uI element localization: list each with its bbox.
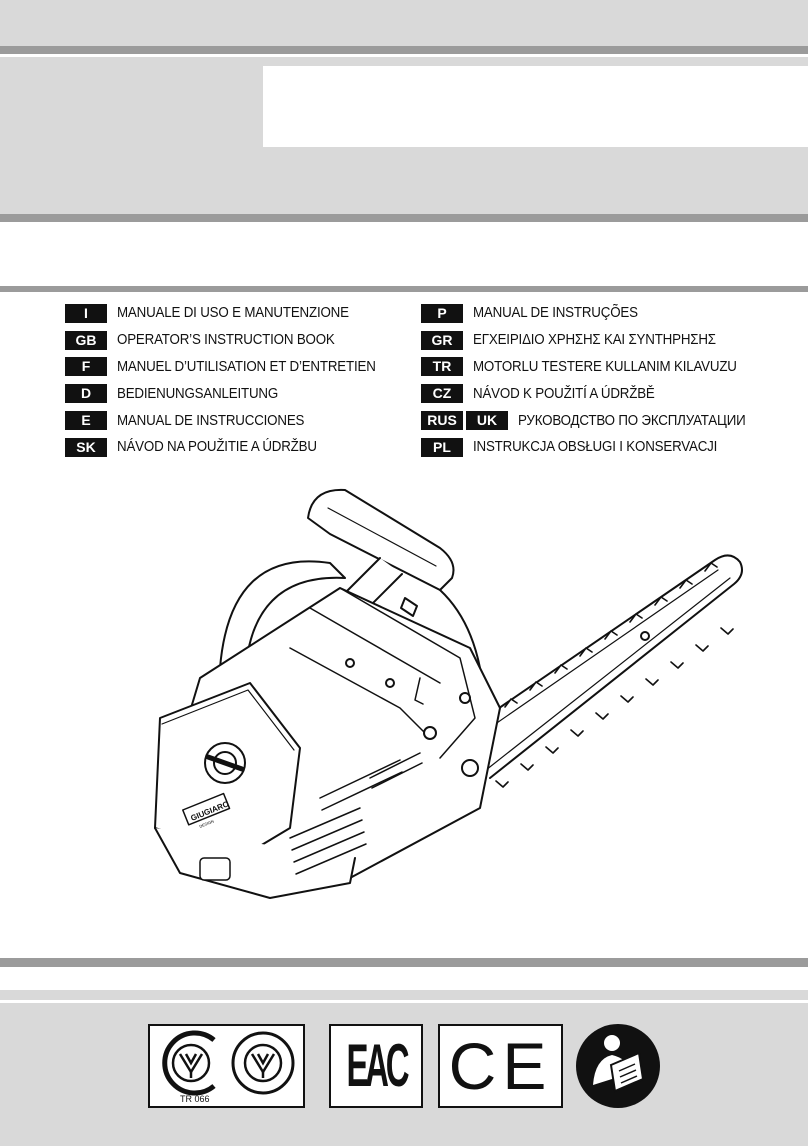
lang-code: D [65,384,107,404]
lang-title: MANUAL DE INSTRUÇÕES [473,305,638,322]
bottom-rule [0,958,808,967]
top-band [0,0,808,46]
list-item: TR MOTORLU TESTERE KULLANIM KILAVUZU [421,354,765,381]
lang-title: MANUALE DI USO E MANUTENZIONE [117,305,349,322]
lang-title: OPERATOR’S INSTRUCTION BOOK [117,332,335,349]
title-box [263,66,808,147]
lang-code: TR [421,357,463,377]
list-item: E MANUAL DE INSTRUCCIONES [65,407,398,434]
lang-code: CZ [421,384,463,404]
list-item: GR ΕΓΧΕΙΡΙΔΙΟ ΧΡΗΣΗΣ ΚΑΙ ΣΥΝΤΗΡΗΣΗΣ [421,327,765,354]
lang-title: MANUEL D’UTILISATION ET D’ENTRETIEN [117,358,376,375]
lang-code: F [65,357,107,377]
list-item: P MANUAL DE INSTRUÇÕES [421,300,765,327]
ukr-conformity-mark: TR 066 [148,1024,305,1108]
list-item: GB OPERATOR’S INSTRUCTION BOOK [65,327,398,354]
title-rule [0,214,808,222]
lang-code: P [421,303,463,323]
ukr-mark-icon [162,1030,295,1096]
lang-rule [0,286,808,292]
eac-label: EAC [346,1032,409,1099]
lang-title: BEDIENUNGSANLEITUNG [117,385,279,402]
lang-code: GB [65,330,107,350]
chainsaw-illustration: GIUGIARO DESIGN [154,488,743,899]
list-item: PL INSTRUKCJA OBSŁUGI I KONSERVACJI [421,434,765,461]
ce-label: CE [448,1029,553,1103]
languages-right: P MANUAL DE INSTRUÇÕES GR ΕΓΧΕΙΡΙΔΙΟ ΧΡΗΣΗ… [421,300,765,461]
lang-title: INSTRUKCJA OBSŁUGI I KONSERVACJI [473,439,718,456]
lang-code: RUS [421,411,463,431]
lang-code: GR [421,330,463,350]
list-item: CZ NÁVOD K POUŽITÍ A ÚDRŽBĚ [421,380,765,407]
ukr-mark-caption: TR 066 [180,1094,210,1104]
list-item: SK NÁVOD NA POUŽITIE A ÚDRŽBU [65,434,398,461]
eac-mark: EAC [329,1024,423,1108]
lang-code: PL [421,437,463,457]
lang-code: E [65,411,107,431]
footer-band [0,990,808,1000]
languages-left: I MANUALE DI USO E MANUTENZIONE GB OPERATO… [65,300,398,461]
list-item: D BEDIENUNGSANLEITUNG [65,380,398,407]
list-item: I MANUALE DI USO E MANUTENZIONE [65,300,398,327]
lang-code-secondary: UK [466,411,508,431]
list-item: F MANUEL D’UTILISATION ET D’ENTRETIEN [65,354,398,381]
lang-title: MOTORLU TESTERE KULLANIM KILAVUZU [473,358,737,375]
read-manual-icon [576,1024,660,1108]
top-rule [0,46,808,54]
lang-title: РУКОВОДСТВО ПО ЭКСПЛУАТАЦИИ [518,412,746,429]
lang-title: ΕΓΧΕΙΡΙΔΙΟ ΧΡΗΣΗΣ ΚΑΙ ΣΥΝΤΗΡΗΣΗΣ [473,332,716,349]
lang-title: NÁVOD NA POUŽITIE A ÚDRŽBU [117,439,317,456]
ce-mark: CE [438,1024,563,1108]
lang-code: I [65,303,107,323]
lang-code: SK [65,437,107,457]
brand-plate-subtext: DESIGN [199,819,215,829]
lang-title: MANUAL DE INSTRUCCIONES [117,412,305,429]
lang-title: NÁVOD K POUŽITÍ A ÚDRŽBĚ [473,385,655,402]
